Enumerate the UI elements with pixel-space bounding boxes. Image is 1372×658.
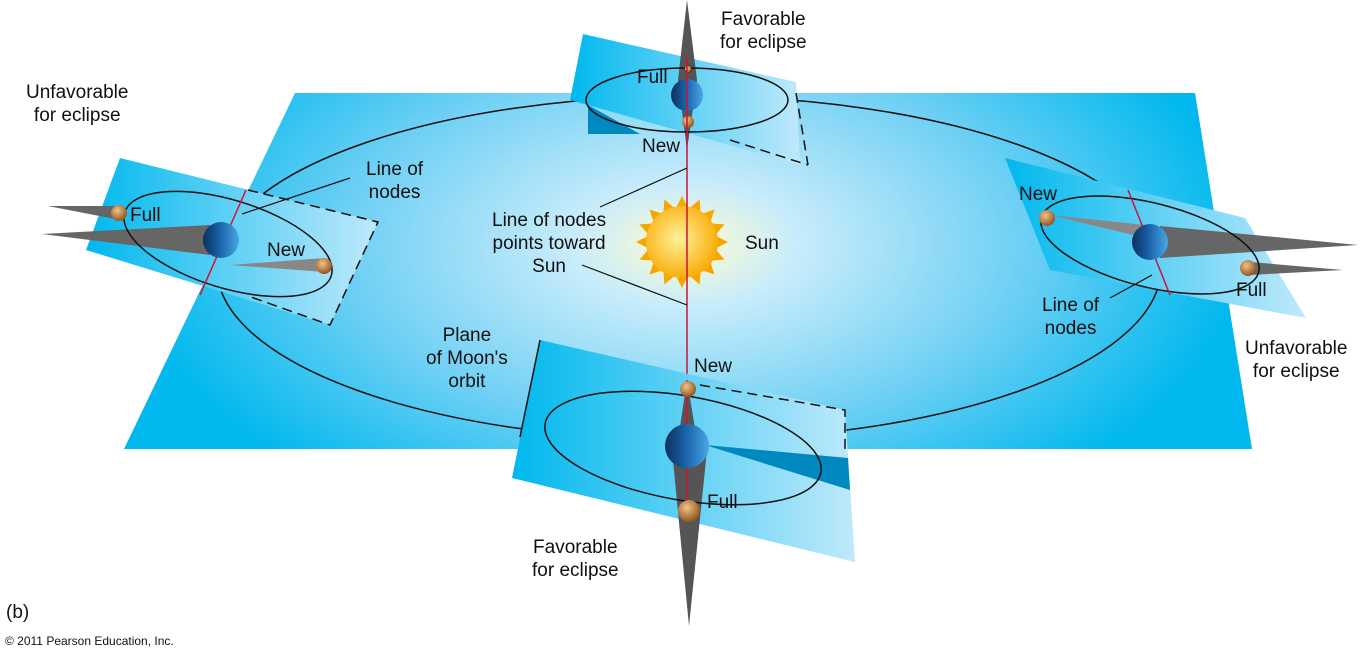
new-top-label: New	[642, 136, 681, 157]
moon-new-icon	[1039, 210, 1055, 226]
full-left-label: Full	[130, 205, 161, 226]
copyright: © 2011 Pearson Education, Inc.	[5, 634, 174, 648]
new-left-label: New	[267, 240, 306, 261]
moon-new-icon	[682, 116, 694, 128]
moon-new-icon	[316, 258, 332, 274]
left-moon-orbit-group	[42, 158, 380, 326]
full-right-label: Full	[1236, 280, 1267, 301]
new-bottom-label: New	[694, 356, 733, 377]
new-right-label: New	[1019, 184, 1058, 205]
sun-label: Sun	[745, 233, 779, 254]
bottom-moon-orbit-group	[512, 339, 855, 626]
full-bottom-label: Full	[707, 492, 738, 513]
moon-full-icon	[1240, 260, 1256, 276]
earth-icon	[203, 222, 239, 258]
figure-label: (b)	[6, 602, 30, 623]
sun-icon	[636, 196, 728, 288]
moon-new-icon	[680, 381, 696, 397]
moon-full-icon	[678, 500, 700, 522]
right-moon-orbit-group	[1005, 158, 1358, 318]
full-top-label: Full	[637, 67, 668, 88]
moon-full-icon	[111, 205, 127, 221]
earth-icon	[1132, 224, 1168, 260]
earth-icon	[665, 424, 709, 468]
moon-full-icon	[684, 65, 692, 73]
